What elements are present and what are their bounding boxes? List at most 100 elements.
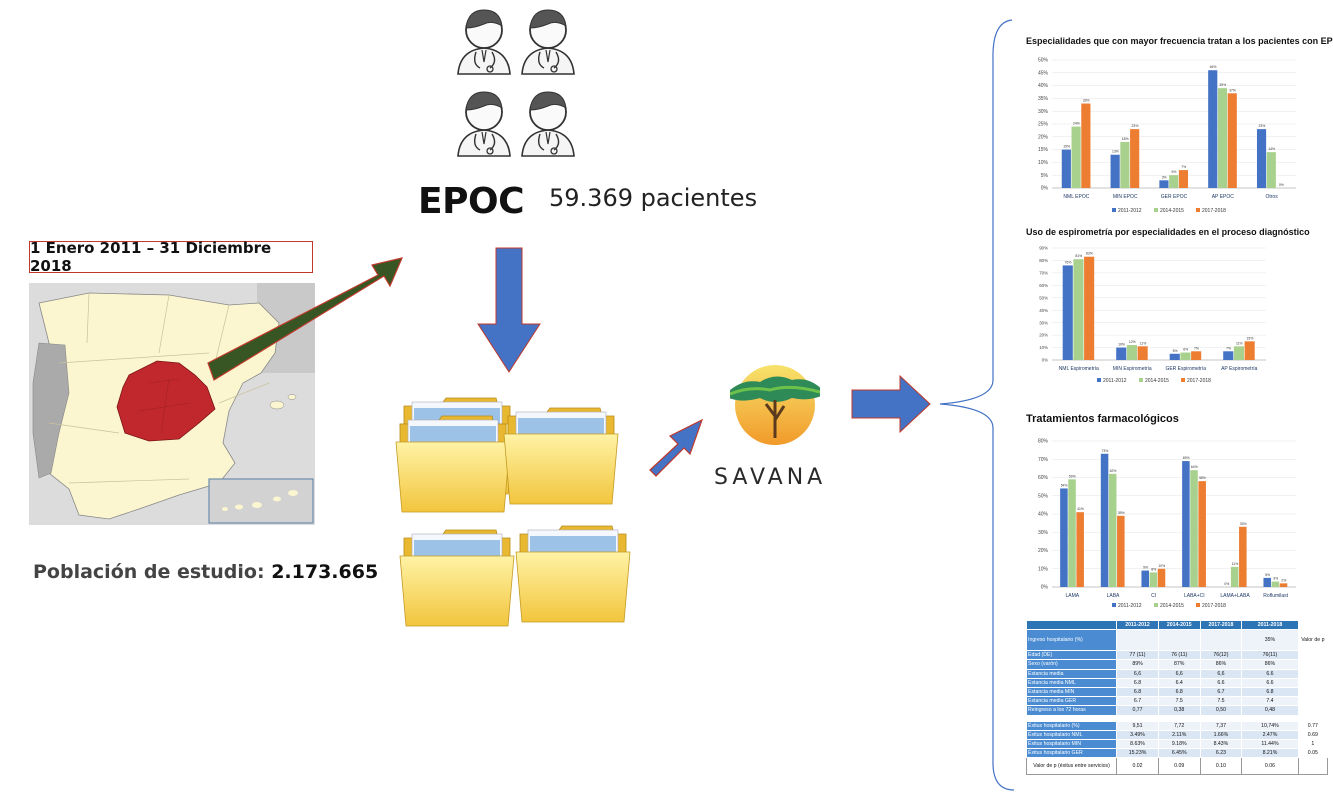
category-label: CI bbox=[1151, 593, 1156, 599]
table-cell: 6.6 bbox=[1241, 677, 1299, 688]
spain-map-icon bbox=[29, 283, 315, 525]
table-cell: 7,37 bbox=[1199, 720, 1243, 731]
bar bbox=[1244, 341, 1255, 360]
data-label: 11% bbox=[1140, 341, 1147, 345]
population-label: Población de estudio: bbox=[33, 561, 265, 583]
legend-label: 2014-2015 bbox=[1160, 208, 1184, 214]
table-cell: 6.8 bbox=[1157, 686, 1201, 698]
table-row-label: Valor de p (éxitus entre servicios) bbox=[1025, 757, 1118, 776]
y-tick-label: 50% bbox=[1039, 295, 1048, 300]
y-tick-label: 10% bbox=[1038, 160, 1049, 166]
data-label: 3% bbox=[1162, 175, 1167, 179]
y-tick-label: 20% bbox=[1038, 548, 1049, 554]
y-tick-label: 20% bbox=[1039, 333, 1048, 338]
category-label: NML Espirometría bbox=[1059, 366, 1099, 372]
map-to-epoc-arrow bbox=[207, 257, 404, 381]
table-cell: 8.21% bbox=[1241, 748, 1299, 759]
bar bbox=[1180, 352, 1191, 360]
doctor-group bbox=[457, 9, 575, 157]
data-label: 9% bbox=[1143, 566, 1148, 570]
bar bbox=[1169, 175, 1179, 188]
table-cell: 0.10 bbox=[1199, 757, 1243, 776]
data-label: 11% bbox=[1236, 341, 1243, 345]
data-label: 7% bbox=[1181, 165, 1186, 169]
y-tick-label: 0% bbox=[1041, 186, 1049, 192]
y-tick-label: 0% bbox=[1042, 358, 1048, 363]
bar bbox=[1208, 70, 1218, 188]
table-cell bbox=[1116, 629, 1159, 652]
data-label: 46% bbox=[1210, 65, 1217, 69]
table-row-label: Éxitus hospitalario MIN bbox=[1025, 738, 1118, 750]
y-tick-label: 70% bbox=[1038, 457, 1049, 463]
category-label: Roflumilast bbox=[1263, 593, 1288, 599]
data-label: 23% bbox=[1258, 124, 1265, 128]
bar bbox=[1141, 570, 1149, 587]
chart1-title: Especialidades que con mayor frecuencia … bbox=[1026, 36, 1333, 46]
table-cell: 7.5 bbox=[1157, 696, 1201, 707]
y-tick-label: 15% bbox=[1038, 147, 1049, 153]
data-label: 69% bbox=[1183, 456, 1190, 460]
data-label: 5% bbox=[1173, 349, 1178, 353]
table-cell bbox=[1157, 629, 1201, 652]
data-label: 39% bbox=[1118, 511, 1125, 515]
data-label: 12% bbox=[1129, 340, 1136, 344]
legend-label: 2011-2012 bbox=[1103, 378, 1127, 384]
table-cell bbox=[1297, 686, 1329, 698]
data-label: 76% bbox=[1065, 260, 1072, 264]
table-cell: 6.45% bbox=[1157, 748, 1201, 759]
table-header-cell: 2011-2018 bbox=[1241, 619, 1299, 631]
table-header-cell: 2011-2012 bbox=[1116, 619, 1159, 631]
data-label: 64% bbox=[1191, 465, 1198, 469]
data-label: 54% bbox=[1061, 483, 1068, 487]
table-spacer-row bbox=[1025, 714, 1329, 722]
data-label: 13% bbox=[1112, 150, 1119, 154]
chart2-title: Uso de espirometría por especialidades e… bbox=[1026, 227, 1310, 237]
table-cell bbox=[1297, 659, 1329, 670]
legend-label: 2017-2018 bbox=[1187, 378, 1211, 384]
data-label: 33% bbox=[1240, 522, 1247, 526]
table-header-cell bbox=[1297, 619, 1329, 631]
bar bbox=[1149, 572, 1158, 587]
y-tick-label: 25% bbox=[1038, 122, 1049, 128]
data-label: 73% bbox=[1101, 449, 1108, 453]
data-label: 10% bbox=[1158, 564, 1165, 568]
table-row-label: Éxitus hospitalario (%) bbox=[1025, 720, 1118, 731]
date-range-text: 1 Enero 2011 – 31 Diciembre 2018 bbox=[30, 239, 272, 275]
legend-label: 2017-2018 bbox=[1202, 208, 1226, 214]
legend-label: 2014-2015 bbox=[1160, 603, 1184, 609]
y-tick-label: 30% bbox=[1038, 530, 1049, 536]
bar bbox=[1076, 512, 1084, 587]
table-cell: 2.11% bbox=[1157, 729, 1201, 740]
table-cell: 7.5 bbox=[1199, 696, 1243, 707]
y-tick-label: 40% bbox=[1039, 308, 1048, 313]
bar bbox=[1060, 488, 1068, 587]
table-cell: 76(11) bbox=[1241, 650, 1299, 661]
bar bbox=[1169, 353, 1180, 360]
category-label: LAMA+LABA bbox=[1220, 593, 1250, 599]
bar bbox=[1120, 141, 1130, 188]
epoc-to-folders-arrow bbox=[477, 247, 541, 373]
bar bbox=[1227, 93, 1237, 188]
table-cell: 7,72 bbox=[1157, 720, 1201, 731]
y-tick-label: 20% bbox=[1038, 134, 1049, 140]
data-label: 0% bbox=[1224, 582, 1229, 586]
data-label: 83% bbox=[1086, 252, 1093, 256]
table-cell bbox=[1297, 705, 1329, 716]
legend-swatch bbox=[1112, 603, 1116, 607]
table-row-label: Estancia media bbox=[1025, 668, 1118, 679]
table-cell: 6.8 bbox=[1116, 686, 1159, 698]
bar bbox=[1266, 152, 1276, 188]
data-label: 14% bbox=[1268, 147, 1275, 151]
bar bbox=[1230, 566, 1239, 587]
table-row-label: Éxitus hospitalario GER bbox=[1025, 748, 1118, 759]
chart3-title: Tratamientos farmacológicos bbox=[1026, 413, 1179, 425]
table-cell: 3.49% bbox=[1116, 729, 1159, 740]
y-tick-label: 40% bbox=[1038, 83, 1049, 89]
legend-label: 2017-2018 bbox=[1202, 603, 1226, 609]
bar bbox=[1190, 470, 1198, 587]
legend-swatch bbox=[1154, 603, 1158, 607]
